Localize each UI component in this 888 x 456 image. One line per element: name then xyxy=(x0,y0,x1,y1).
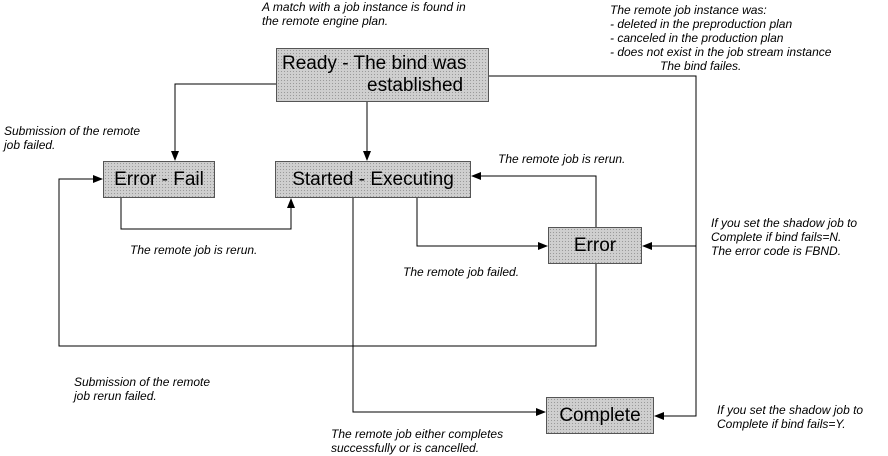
arrow-started-to-complete xyxy=(352,198,546,416)
note-match-found: A match with a job instance is found in … xyxy=(262,0,466,28)
note-job-failed: The remote job failed. xyxy=(403,265,520,279)
state-ready: Ready - The bind was established xyxy=(276,48,489,102)
state-started-executing: Started - Executing xyxy=(275,161,471,198)
arrow-started-to-error xyxy=(416,198,548,250)
arrow-error-fail-to-started xyxy=(120,198,295,230)
arrow-error-to-started xyxy=(471,172,597,227)
note-submission-failed: Submission of the remote job failed. xyxy=(4,124,141,152)
state-ready-line2: established xyxy=(367,75,464,96)
state-complete: Complete xyxy=(546,397,654,434)
note-bind-fails-y: If you set the shadow job to Complete if… xyxy=(717,403,864,431)
arrow-ready-to-complete xyxy=(654,246,697,420)
note-rerun-top: The remote job is rerun. xyxy=(498,152,626,166)
state-ready-line1: Ready - The bind was xyxy=(282,53,467,74)
note-instance-missing: The remote job instance was: - deleted i… xyxy=(610,3,832,73)
note-bind-fails-n: If you set the shadow job to Complete if… xyxy=(711,216,858,258)
state-error: Error xyxy=(548,227,642,264)
state-error-fail: Error - Fail xyxy=(103,161,215,198)
arrow-ready-to-error-fail xyxy=(171,83,276,161)
arrow-ready-to-error xyxy=(489,75,697,250)
note-completes: The remote job either completes successf… xyxy=(331,427,504,455)
note-rerun-submission-failed: Submission of the remote job rerun faile… xyxy=(74,375,211,403)
arrow-error-to-error-fail xyxy=(58,175,597,347)
note-rerun-bottom: The remote job is rerun. xyxy=(130,243,258,257)
